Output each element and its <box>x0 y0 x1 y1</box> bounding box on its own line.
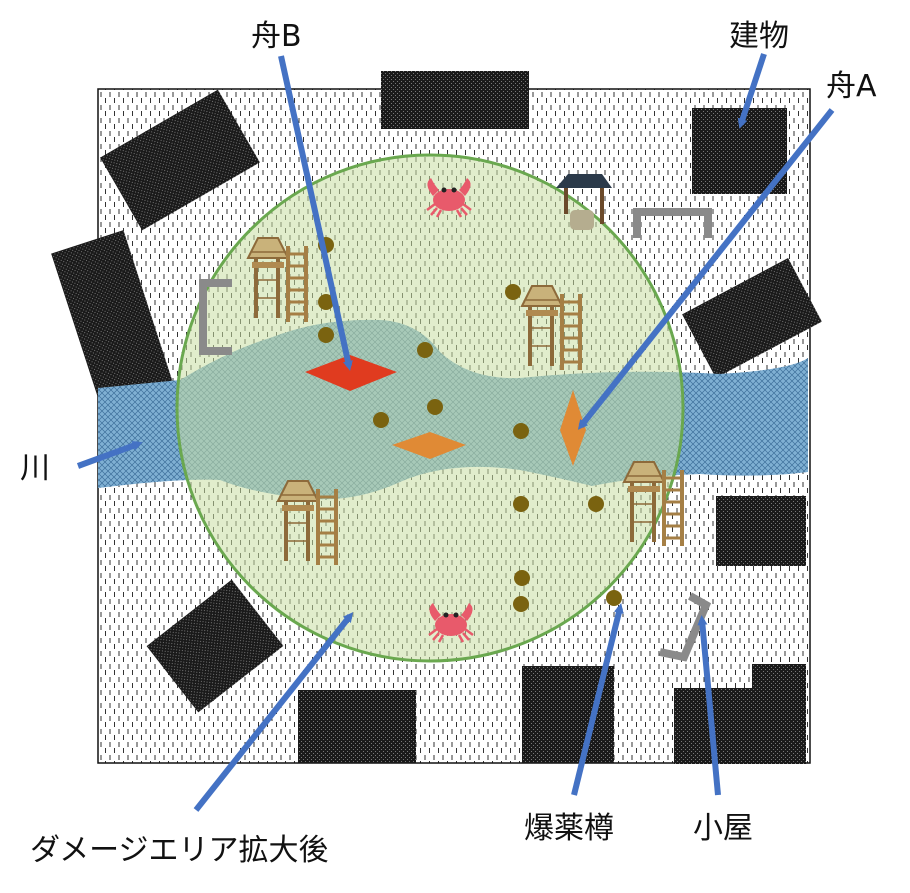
huts <box>199 208 712 662</box>
barrel-icon <box>588 496 604 512</box>
building <box>51 230 173 406</box>
barrel-icon <box>513 496 529 512</box>
arrow-building <box>737 53 767 129</box>
barrel-icon <box>505 284 521 300</box>
barrel-icon <box>417 342 433 358</box>
hut-icon <box>633 208 712 238</box>
buildings <box>51 71 822 764</box>
arrow-river <box>76 441 143 469</box>
label-hut: 小屋 <box>693 811 753 846</box>
hut-icon <box>199 279 232 355</box>
boat-orange <box>392 432 466 459</box>
barrel-icon <box>427 399 443 415</box>
label-building: 建物 <box>729 19 789 54</box>
barrel-icon <box>514 570 530 586</box>
arrow-hut <box>697 615 721 796</box>
barrel-icon <box>318 327 334 343</box>
arrows <box>76 53 835 812</box>
arrow-damage-area <box>193 612 354 812</box>
building <box>682 258 822 378</box>
label-boat-b: 舟B <box>251 19 302 54</box>
arrow-boat-b <box>278 55 353 371</box>
building <box>146 579 284 713</box>
building <box>381 71 529 129</box>
boat-a <box>560 390 586 466</box>
well-icon <box>556 174 612 230</box>
barrel-icon <box>606 590 622 606</box>
building <box>100 89 260 231</box>
barrel-icon <box>513 423 529 439</box>
barrel-icon <box>513 596 529 612</box>
label-damage-area: ダメージエリア拡大後 <box>30 833 329 868</box>
hut-icon <box>659 592 712 662</box>
barrel-icon <box>373 412 389 428</box>
barrel-icon <box>318 294 334 310</box>
boat-b <box>305 355 397 391</box>
building <box>716 496 806 566</box>
arrow-boat-a <box>577 108 835 430</box>
building <box>298 690 416 763</box>
arrow-barrel <box>571 603 624 796</box>
label-river: 川 <box>20 451 50 486</box>
label-barrel: 爆薬樽 <box>524 811 614 846</box>
barrels <box>318 237 622 612</box>
label-boat-a: 舟A <box>826 69 877 104</box>
